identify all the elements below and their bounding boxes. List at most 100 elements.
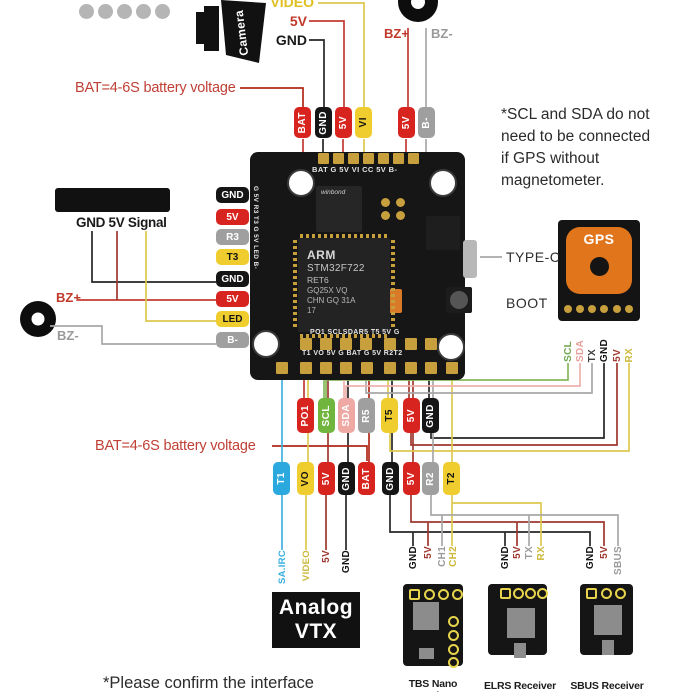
camera-pin-video: VIDEO [270, 0, 314, 10]
pad-top-bat: BAT [294, 107, 311, 138]
gps-pin-sda: SDA [574, 339, 586, 362]
pad-5v-vtx: 5V [318, 462, 335, 495]
mcu-line: RET6 [307, 275, 329, 285]
elrs-receiver-name: ELRS Receiver [483, 680, 557, 692]
pad-left-5v2: 5V [216, 291, 249, 307]
pad-po1: PO1 [297, 398, 314, 433]
pad-left-t3: T3 [216, 249, 249, 265]
mounting-hole [429, 169, 457, 197]
tbs-receiver-board [403, 584, 463, 668]
pad-vo: VO [297, 462, 314, 495]
elrs-receiver-board [488, 584, 548, 658]
pad-t5: T5 [381, 398, 398, 433]
boot-label: BOOT [506, 295, 548, 311]
led-connector-label: GND 5V Signal [76, 215, 167, 230]
led-strip-connector [55, 188, 170, 212]
connector-hole [155, 4, 170, 19]
vtx-label-line1: Analog [278, 596, 354, 619]
pad-left-r3: R3 [216, 229, 249, 245]
pad-gnd-rx: GND [382, 462, 399, 495]
camera-body [196, 0, 266, 63]
vtx-pin-gnd: GND [340, 550, 352, 574]
pad-top-5v-buzzer: 5V [398, 107, 415, 138]
elrs-pin-tx: TX [523, 546, 535, 560]
gps-antenna-dot [590, 257, 609, 276]
gps-pin-scl: SCL [562, 341, 574, 362]
pad-bat-bottom: BAT [358, 462, 375, 495]
vtx-pin-video: VIDEO [300, 550, 312, 582]
gps-note: *SCL and SDA do not need to be connected… [501, 106, 651, 189]
sbus-pin-sbus: SBUS [612, 546, 624, 575]
mounting-hole [252, 330, 280, 358]
pad-top-gnd: GND [315, 107, 332, 138]
gps-pin-5v: 5V [611, 349, 623, 362]
tbs-pin-ch2: CH2 [447, 546, 459, 567]
pad-left-bminus: B- [216, 332, 249, 348]
mounting-hole [437, 333, 465, 361]
connector-hole [79, 4, 94, 19]
pad-scl: SCL [318, 398, 335, 433]
gps-antenna: GPS [566, 227, 632, 294]
pad-t2: T2 [443, 462, 460, 495]
tbs-receiver-name: TBS Nano Receiver [408, 678, 458, 692]
mcu-line: GQ25X VQ [307, 286, 348, 295]
type-c-label: TYPE-C [506, 249, 561, 265]
tbs-pin-5v: 5V [422, 546, 434, 559]
battery-note-bottom: BAT=4-6S battery voltage [95, 438, 256, 454]
sbus-pin-gnd: GND [584, 546, 596, 570]
buzzer-left-icon [20, 301, 56, 337]
pad-5v-rx: 5V [403, 462, 420, 495]
pad-left-5v1: 5V [216, 209, 249, 225]
pad-r2: R2 [422, 462, 439, 495]
vtx-label-line2: VTX [294, 620, 338, 643]
boot-button [446, 287, 472, 313]
bottom-note: *Please confirm the interface [103, 674, 314, 692]
pad-5v-gps: 5V [403, 398, 420, 433]
flash-chip-label: winbond [321, 189, 346, 196]
pad-left-gnd1: GND [216, 187, 249, 203]
buzzer-top-positive-label: BZ+ [384, 26, 409, 41]
sbus-receiver-board [580, 584, 633, 655]
pad-t1: T1 [273, 462, 290, 495]
pad-gnd-vtx: GND [338, 462, 355, 495]
elrs-pin-5v: 5V [511, 546, 523, 559]
camera-pin-5v: 5V [289, 13, 307, 29]
flash-chip: winbond [316, 186, 362, 232]
sbus-pin-5v: 5V [598, 546, 610, 559]
buzzer-left-positive-label: BZ+ [56, 290, 81, 305]
mounting-hole [287, 169, 315, 197]
pad-top-5v: 5V [335, 107, 352, 138]
usb-type-c-connector [463, 240, 477, 278]
mcu-line: ARM [307, 248, 336, 262]
elrs-pin-rx: RX [535, 546, 547, 561]
gps-pin-tx: TX [586, 348, 598, 362]
vtx-pin-sairc: SA.IRC [276, 550, 288, 584]
battery-note-top: BAT=4-6S battery voltage [75, 80, 236, 96]
silk-row2: T1 VO 5V G BAT G 5V R2T2 [302, 350, 403, 357]
connector-hole [117, 4, 132, 19]
pad-top-bminus: B- [418, 107, 435, 138]
pad-r5: R5 [358, 398, 375, 433]
buzzer-left-negative-label: BZ- [57, 328, 79, 343]
silk-row1: PO1 SCLSDAR5 T5 5V G [310, 329, 400, 336]
pad-top-vi: VI [355, 107, 372, 138]
buzzer-top-icon [398, 0, 438, 22]
buzzer-top-negative-label: BZ- [431, 26, 453, 41]
connector-hole [136, 4, 151, 19]
mcu-line: 17 [307, 306, 316, 315]
silk-top: BAT G 5V VI CC 5V B- [312, 165, 398, 174]
gyro-chip [426, 216, 460, 250]
gps-pin-gnd: GND [598, 338, 610, 362]
pad-left-gnd2: GND [216, 271, 249, 287]
pad-left-led: LED [216, 311, 249, 327]
mcu-line: STM32F722 [307, 263, 365, 274]
analog-vtx: Analog VTX [272, 592, 360, 648]
gps-label: GPS [583, 231, 615, 247]
pad-gnd-gps: GND [422, 398, 439, 433]
pad-sda: SDA [338, 398, 355, 433]
mcu-line: CHN GQ 31A [307, 296, 356, 305]
silk-left: G 5V R3 T3 G 5V LED B- [252, 186, 259, 270]
vtx-pin-5v: 5V [320, 550, 332, 563]
